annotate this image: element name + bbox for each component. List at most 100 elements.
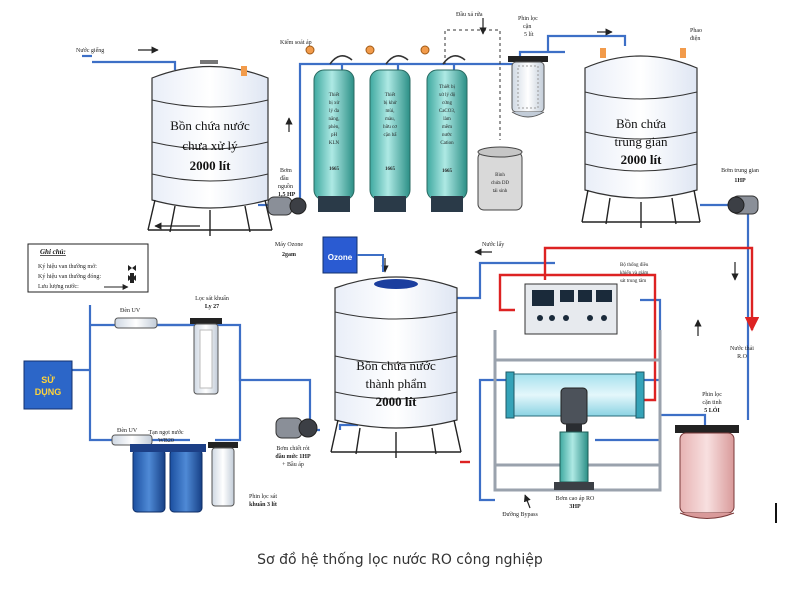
filter-columns	[313, 55, 468, 212]
label-feed-pump-3: nguồn	[278, 183, 293, 190]
label-cartridge-2: cặn	[523, 24, 531, 30]
bypass: Đường Bypass	[502, 512, 538, 518]
tank1-line2: chưa xử lý	[182, 138, 238, 153]
fill-l3: + Bầu áp	[282, 461, 304, 468]
col1-l2: bị xử	[329, 101, 340, 106]
fine-filter-5loi	[675, 425, 739, 519]
col1-l3: lý đa	[329, 109, 340, 114]
col3-l7: nước	[442, 133, 453, 138]
use-l2: DỤNG	[35, 387, 62, 397]
ly27-l1: Lọc sát khuẩn	[195, 295, 229, 302]
col1-l6: pH	[331, 133, 338, 138]
feed-pump	[267, 196, 307, 216]
transfer-pump	[727, 195, 759, 215]
waste-l1: Nước thải	[730, 346, 754, 352]
ozone-l1: Máy Ozone	[275, 242, 303, 248]
label-float-1: Phao	[690, 28, 702, 34]
brine-l1: Bình	[495, 173, 505, 178]
fill-l1: Bơm chiết rót	[276, 445, 310, 452]
caption: Sơ đồ hệ thống lọc nước RO công nghiệp	[257, 552, 543, 568]
control-panel	[524, 283, 618, 335]
label-cartridge-1: Phin lọc	[518, 16, 538, 22]
high-pressure-pump	[554, 387, 594, 490]
tank1-line1: Bồn chứa nước	[170, 118, 250, 133]
soft-l2: WB20	[158, 438, 174, 444]
ozone-l2: 2gam	[282, 252, 296, 258]
cartridge-filter-5l	[508, 56, 548, 118]
col3-l4: CaCO3,	[439, 109, 455, 114]
col3-l1: Thiết bị	[439, 85, 455, 90]
tank-product	[330, 276, 462, 458]
fine-l1: Phin lọc	[702, 392, 722, 398]
col1-l8: 1665	[329, 167, 340, 172]
use-point	[23, 360, 73, 410]
col3-l3: cứng	[442, 101, 452, 106]
label-flush: Đầu xả rửa	[456, 11, 483, 18]
label-pressure-control: Kiểm soát áp	[280, 39, 312, 46]
col2-l2: bị khử	[384, 101, 397, 106]
red-pipe	[460, 246, 760, 464]
hp-l1: Bơm cao áp RO	[556, 496, 595, 502]
filling-pump	[275, 417, 318, 439]
panel-l3: sát trung tâm	[620, 279, 646, 284]
hp-l2: 3HP	[569, 504, 581, 510]
tank3-line1: Bồn chứa nước	[356, 358, 436, 373]
waste-l2: R.O	[737, 354, 748, 360]
col2-l1: Thiết	[385, 93, 396, 98]
panel-l2: khiển và giám	[620, 270, 648, 276]
tank2-line1: Bồn chứa	[616, 116, 666, 131]
fine-l2: cặn tinh	[702, 400, 721, 406]
panel-l1: Bộ thống điều	[620, 263, 649, 268]
col2-l6: cặn bẩ	[384, 132, 398, 138]
label-feed-pump-2: đầu	[280, 175, 289, 182]
label-feed-pump-4: 1,5 HP	[278, 192, 296, 198]
sterile3-l1: Phin lọc sát	[249, 494, 277, 500]
brine-tank	[477, 146, 523, 211]
sterile3-l2: khuẩn 3 lít	[249, 501, 277, 508]
ozone-text: Ozone	[328, 253, 353, 262]
tank1-line3: 2000 lít	[190, 158, 231, 173]
tank-raw-water	[147, 60, 273, 236]
legend-box	[27, 243, 149, 293]
col3-l2: xử lý độ	[439, 93, 456, 98]
sterile-filter-3l	[208, 442, 238, 507]
col2-l7: 1665	[385, 167, 396, 172]
col3-l6: mềm	[442, 125, 452, 130]
uv-top: Đèn UV	[120, 308, 141, 314]
product-water: Nước lấy	[482, 241, 504, 248]
col1-l1: Thiết	[329, 93, 340, 98]
soft-l1: Tạn ngọt nước	[148, 430, 183, 436]
softener-cans	[130, 444, 206, 513]
labels: Nước giếng Kiểm soát áp Đầu xả rửa Phin …	[35, 11, 759, 518]
col2-l5: hữu cơ	[383, 125, 397, 130]
tank2-line2: trung gian	[614, 134, 668, 149]
use-l1: SỬ	[41, 374, 55, 385]
tank3-line3: 2000 lít	[376, 394, 417, 409]
ozone-unit	[322, 236, 384, 274]
brine-l3: tái sinh	[493, 189, 508, 194]
label-well-water: Nước giếng	[76, 47, 104, 54]
label-feed-pump-1: Bơm	[280, 168, 292, 174]
pump2-l2: 1HP	[734, 178, 746, 184]
label-cartridge-3: 5 lít	[524, 32, 534, 38]
fill-l2: đầu mức 1HP	[275, 453, 311, 460]
pressure-gauges	[305, 45, 430, 55]
col1-l5: phèn,	[329, 125, 340, 130]
legend-item-2: Ký hiệu van thường đóng:	[38, 274, 101, 280]
tank-intermediate	[581, 48, 701, 228]
sterile-filter-ly27	[190, 318, 222, 395]
fine-l3: 5 LỎI	[704, 406, 720, 414]
legend-item-3: Lưu lượng nước:	[38, 284, 79, 290]
col3-l8: Cation	[440, 141, 454, 146]
label-float-2: điện	[690, 36, 700, 42]
col1-l4: năng,	[329, 117, 340, 122]
tank2-line3: 2000 lít	[621, 152, 662, 167]
uv-bottom: Đèn UV	[117, 428, 138, 434]
col3-l9: 1665	[442, 169, 453, 174]
ly27-l2: Ly 27	[205, 304, 219, 310]
col3-l5: làm	[443, 117, 451, 122]
pump2-l1: Bơm trung gian	[721, 168, 759, 174]
col2-l3: mùi,	[385, 109, 394, 114]
